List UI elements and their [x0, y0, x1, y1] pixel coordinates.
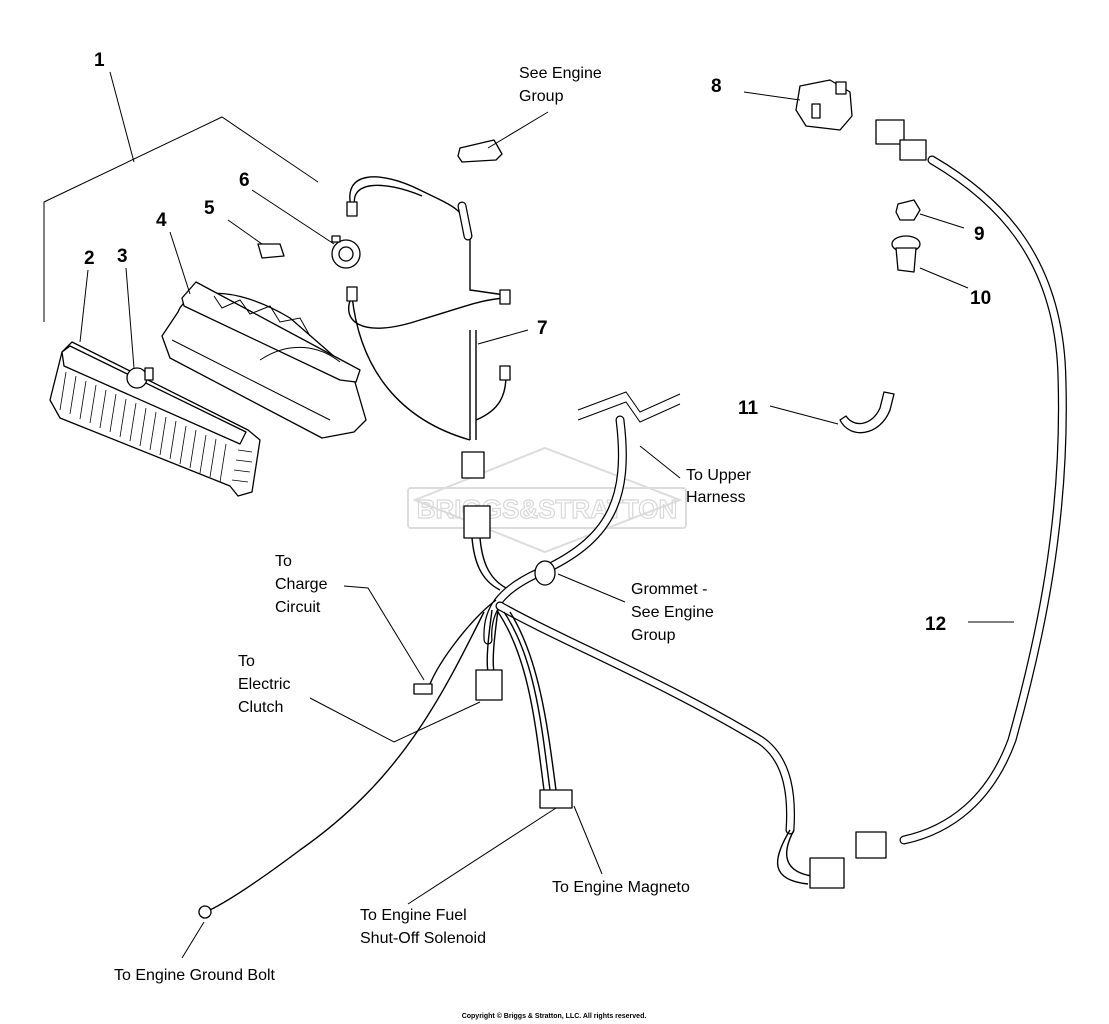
callout-1: 1 — [94, 50, 105, 71]
label-to-electric-clutch: To Electric Clutch — [238, 653, 295, 716]
bulb-socket — [331, 235, 361, 269]
assembly-bracket-line — [43, 116, 319, 322]
switch-harness — [855, 119, 1067, 859]
headlight-lens — [49, 341, 261, 497]
callout-5: 5 — [204, 198, 215, 219]
bulb — [126, 367, 154, 389]
watermark: BRIGGS&STRATTON — [407, 446, 687, 554]
callout-2: 2 — [84, 248, 95, 269]
switch — [795, 79, 853, 131]
text-labels: See Engine Group To Upper Harness To Cha… — [114, 65, 755, 1020]
leader-lines — [79, 71, 1014, 959]
label-to-charge-circuit: To Charge Circuit — [275, 553, 332, 616]
nut — [895, 199, 921, 221]
callout-8: 8 — [711, 76, 722, 97]
label-see-engine-group: See Engine Group — [519, 65, 606, 105]
label-to-ground-bolt: To Engine Ground Bolt — [114, 967, 276, 984]
bushing — [891, 235, 921, 273]
callout-10: 10 — [970, 288, 991, 309]
watermark-text: BRIGGS&STRATTON — [417, 494, 677, 524]
headlight-wiring — [346, 176, 511, 479]
callout-9: 9 — [974, 224, 985, 245]
cable-tie — [839, 391, 895, 434]
reflector-housing — [161, 281, 367, 439]
clip — [257, 243, 285, 259]
label-to-engine-magneto: To Engine Magneto — [552, 879, 690, 896]
copyright-notice: Copyright © Briggs & Stratton, LLC. All … — [462, 1012, 647, 1020]
label-to-fuel-solenoid: To Engine Fuel Shut-Off Solenoid — [360, 907, 486, 947]
callout-4: 4 — [156, 210, 167, 231]
callout-3: 3 — [117, 246, 128, 267]
callout-numbers: 1 2 3 4 5 6 7 8 9 10 11 12 — [84, 50, 991, 635]
engine-group-clip — [457, 139, 503, 163]
callout-12: 12 — [925, 614, 946, 635]
label-grommet: Grommet - See Engine Group — [631, 581, 718, 644]
main-harness — [198, 391, 845, 919]
label-to-upper-harness: To Upper Harness — [686, 467, 755, 506]
callout-7: 7 — [537, 318, 548, 339]
callout-11: 11 — [738, 398, 759, 419]
callout-6: 6 — [239, 170, 250, 191]
